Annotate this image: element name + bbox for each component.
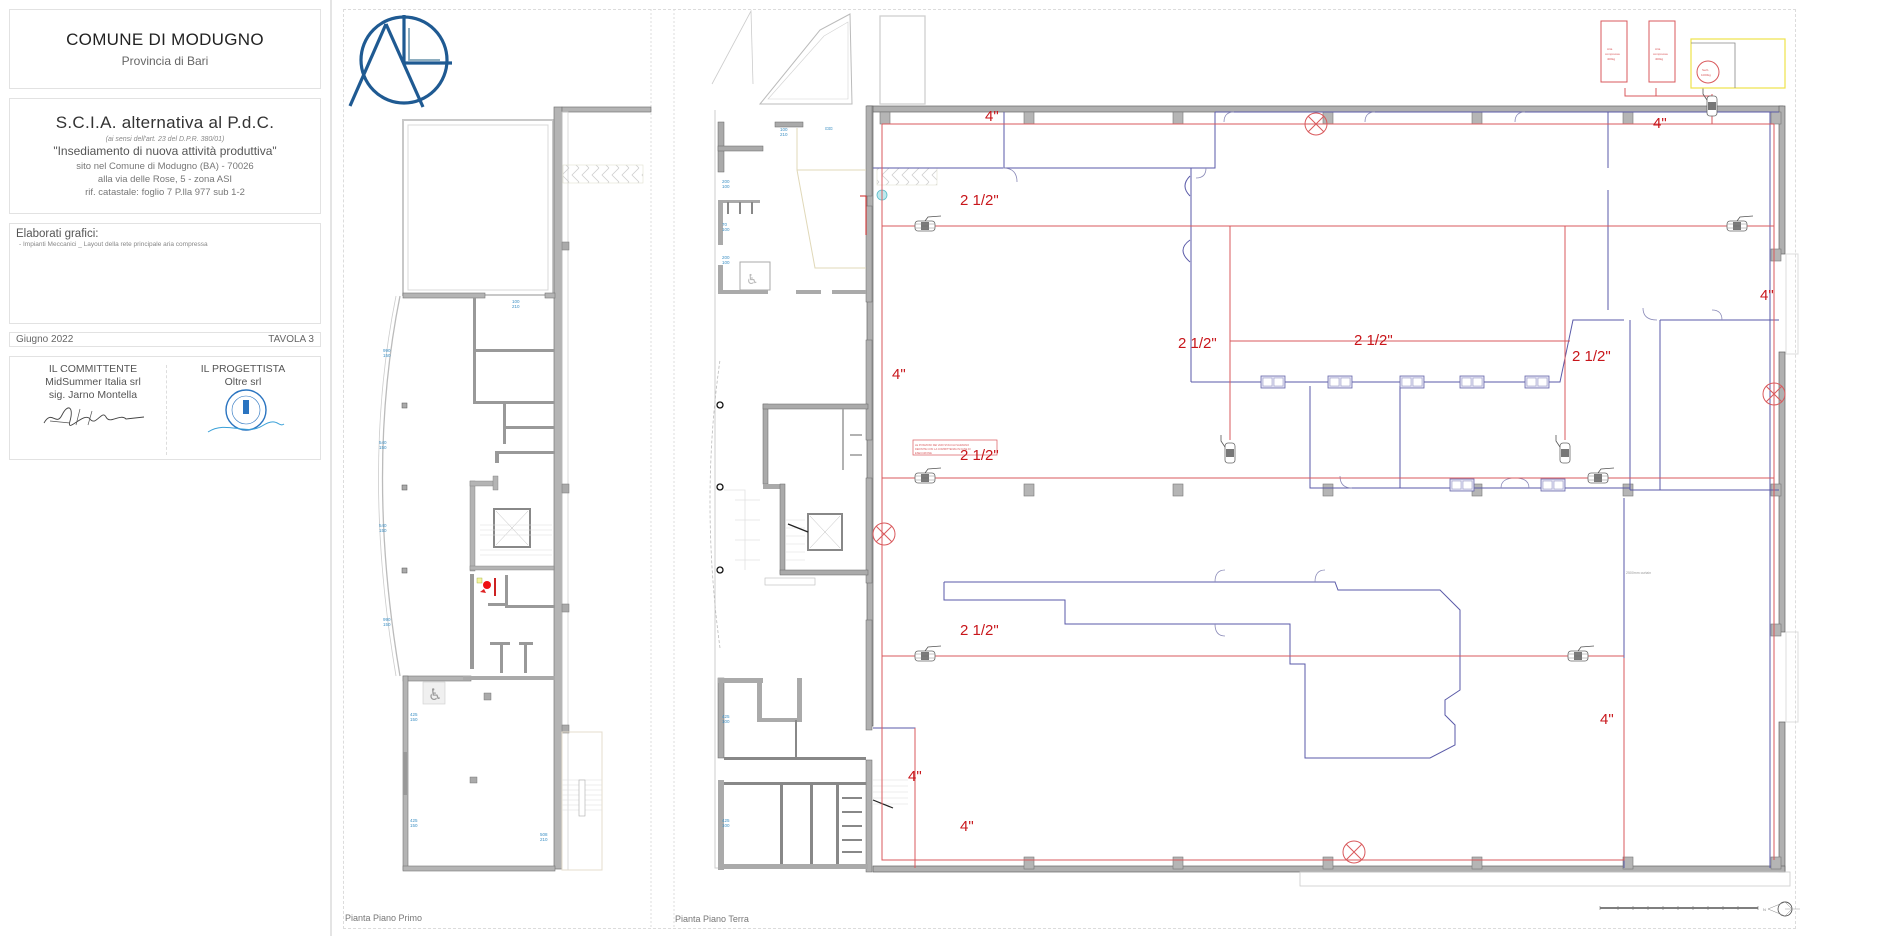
svg-text:70: 70 (722, 222, 728, 227)
svg-text:150: 150 (383, 622, 391, 627)
svg-text:⊡⊡: ⊡⊡ (825, 126, 833, 131)
first-floor-label: Pianta Piano Primo (345, 913, 423, 923)
client-role: IL COMMITTENTE (48, 363, 138, 375)
svg-text:1000kg: 1000kg (1701, 73, 1711, 77)
signatures-box: IL COMMITTENTE MidSummer Italia srl sig.… (9, 356, 321, 460)
legal-reference: (ai sensi dell'art. 23 del D.P.R. 380/01… (105, 136, 225, 143)
svg-text:LE POSIZIONI DEI VARI STACCHI: LE POSIZIONI DEI VARI STACCHI SARANNO (915, 443, 969, 447)
drawings-box: Elaborati grafici: - Impianti Meccanici … (9, 223, 321, 324)
svg-text:400kg: 400kg (1607, 57, 1616, 61)
svg-text:990: 990 (383, 348, 391, 353)
pipe-label-p10: 2 1/2" (960, 622, 999, 639)
svg-text:150: 150 (410, 823, 418, 828)
pipe-label-p4: 4" (1760, 287, 1774, 304)
svg-text:150: 150 (410, 717, 418, 722)
client-block: IL COMMITTENTE MidSummer Italia srl sig.… (18, 363, 168, 402)
svg-text:210: 210 (512, 304, 520, 309)
svg-text:425: 425 (410, 818, 418, 823)
pipe-label-p2: 4" (1653, 115, 1667, 132)
site-line-1: sito nel Comune di Modugno (BA) - 70026 (76, 161, 254, 172)
project-name: "Insediamento di nuova attività produtti… (53, 144, 277, 158)
svg-text:100: 100 (722, 260, 730, 265)
title-block: COMUNE DI MODUGNO Provincia di Bari S.C.… (0, 0, 332, 936)
north-arrow-icon: N (1763, 901, 1800, 917)
svg-text:210: 210 (540, 837, 548, 842)
pipe-label-p7: 2 1/2" (1572, 348, 1611, 365)
drawing-frame (343, 9, 1796, 929)
pipe-label-p5: 2 1/2" (1178, 335, 1217, 352)
designer-company: Oltre srl (224, 376, 262, 388)
pipe-label-p6: 2 1/2" (1354, 332, 1393, 349)
pipe-label-p12: 4" (908, 768, 922, 785)
pipe-label-p8: 4" (892, 366, 906, 383)
pipe-label-p3: 2 1/2" (960, 192, 999, 209)
svg-text:compressa: compressa (1605, 52, 1620, 56)
date-sheet-box: Giugno 2022 TAVOLA 3 (9, 332, 321, 347)
svg-text:Serb.: Serb. (1702, 68, 1709, 72)
svg-text:425: 425 (410, 712, 418, 717)
svg-text:100: 100 (780, 127, 788, 132)
svg-text:2500mm curtain: 2500mm curtain (1626, 571, 1651, 575)
svg-text:100: 100 (512, 299, 520, 304)
compressed-air-network (881, 88, 1775, 868)
svg-text:425: 425 (722, 714, 730, 719)
client-company: MidSummer Italia srl (45, 376, 141, 388)
svg-text:540: 540 (379, 440, 387, 445)
sheet-number: TAVOLA 3 (268, 334, 314, 345)
drawings-item: - Impianti Meccanici _ Layout della rete… (19, 241, 208, 248)
svg-text:100: 100 (722, 184, 730, 189)
svg-text:150: 150 (379, 445, 387, 450)
svg-text:990: 990 (383, 617, 391, 622)
svg-text:ESECUZIONE: ESECUZIONE (915, 451, 932, 455)
project-box: S.C.I.A. alternativa al P.d.C. (ai sensi… (9, 98, 321, 214)
signature-divider (166, 365, 167, 455)
pipe-label-p1: 4" (985, 108, 999, 125)
svg-text:200: 200 (722, 179, 730, 184)
svg-text:Aria: Aria (1655, 47, 1661, 51)
svg-text:100: 100 (722, 719, 730, 724)
client-signature-icon (43, 407, 145, 426)
svg-text:♿: ♿ (428, 687, 442, 704)
valve-icons (914, 87, 1754, 662)
svg-text:compressa: compressa (1653, 52, 1668, 56)
pipe-label-p9: 2 1/2" (960, 447, 999, 464)
svg-text:100: 100 (722, 823, 730, 828)
procedure-title: S.C.I.A. alternativa al P.d.C. (55, 113, 275, 132)
svg-text:425: 425 (722, 818, 730, 823)
svg-text:150: 150 (379, 528, 387, 533)
scale-bar (1599, 906, 1759, 910)
svg-text:DEFINITE CON LA COMMITTENZA IN: DEFINITE CON LA COMMITTENZA IN FASE DI (915, 447, 971, 451)
designer-role: IL PROGETTISTA (200, 363, 286, 375)
svg-text:Aria: Aria (1607, 47, 1613, 51)
municipality-name: COMUNE DI MODUGNO (66, 30, 264, 49)
ground-floor-plan: ♿ (709, 9, 1799, 887)
svg-text:210: 210 (780, 132, 788, 137)
cadastral-reference: rif. catastale: foglio 7 P.lla 977 sub 1… (85, 187, 245, 198)
issue-date: Giugno 2022 (16, 334, 74, 345)
svg-text:400kg: 400kg (1655, 57, 1664, 61)
svg-text:200: 200 (722, 255, 730, 260)
pipe-label-p11: 4" (1600, 711, 1614, 728)
svg-text:508: 508 (540, 832, 548, 837)
svg-text:540: 540 (379, 523, 387, 528)
site-line-2: alla via delle Rose, 5 - zona ASI (97, 174, 233, 185)
svg-text:♿: ♿ (746, 271, 759, 287)
engineer-stamp-icon (207, 389, 285, 433)
svg-text:150: 150 (383, 353, 391, 358)
svg-text:100: 100 (722, 227, 730, 232)
pipe-label-p13: 4" (960, 818, 974, 835)
client-person: sig. Jarno Montella (48, 389, 138, 401)
drawings-heading: Elaborati grafici: (16, 228, 99, 240)
studio-logo-icon (348, 15, 452, 108)
ground-floor-label: Pianta Piano Terra (675, 914, 749, 924)
municipality-box: COMUNE DI MODUGNO Provincia di Bari (9, 9, 321, 89)
province-name: Provincia di Bari (121, 54, 209, 68)
svg-text:N: N (1763, 907, 1766, 912)
designer-block: IL PROGETTISTA Oltre srl (168, 363, 318, 389)
sink-icons (1260, 375, 1566, 492)
